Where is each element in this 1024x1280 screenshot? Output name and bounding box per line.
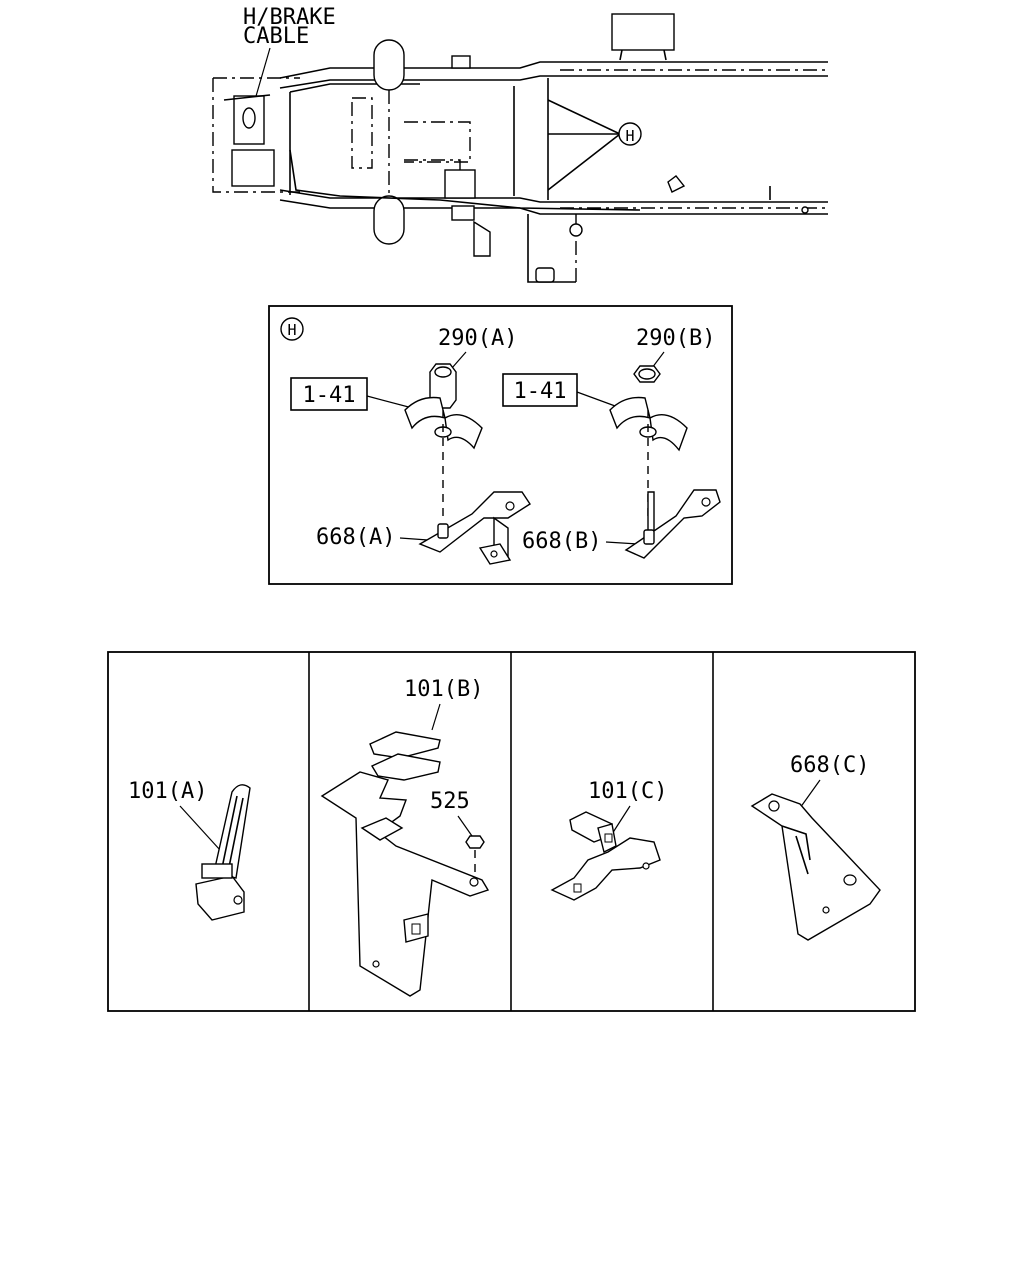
chassis-frame-overview: H/BRAKE CABLE: [212, 5, 828, 283]
panel-101c: 101(C): [550, 779, 667, 901]
bracket-668c: [750, 793, 881, 941]
part-101b-label: 101(B): [404, 677, 483, 702]
panel-101a: 101(A): [128, 779, 251, 921]
part-525-label: 525: [430, 789, 470, 814]
ref-box-right: [502, 373, 578, 407]
front-wheel-lower: [373, 195, 405, 245]
bracket-668b-label: 668(B): [522, 529, 601, 554]
detail-h-callout-circle: [618, 122, 642, 146]
detail-h-left-assembly: 290(A) 1-41 668(A): [290, 326, 531, 565]
part-668c-label: 668(C): [790, 753, 869, 778]
ref-box-left: [290, 377, 368, 411]
detail-h-marker-circle: [280, 317, 304, 341]
ref-1-41-left: 1-41: [303, 383, 356, 408]
front-wheel-upper: [373, 39, 405, 91]
nut-290a-label: 290(A): [438, 326, 517, 351]
panel-668c: 668(C): [750, 753, 881, 941]
panel-101b: 101(B) 525: [320, 677, 490, 997]
brake-cable-run: [289, 149, 641, 211]
part-101c-label: 101(C): [588, 779, 667, 804]
brake-cable-label-line1: H/BRAKE: [243, 5, 336, 30]
detail-h-callout-letter: H: [625, 127, 634, 145]
detail-h-marker-letter: H: [287, 321, 296, 339]
brake-cable-label-line2: CABLE: [243, 24, 309, 49]
ref-1-41-right: 1-41: [514, 379, 567, 404]
detail-h-panel: H 290(A) 1-41 668(A): [268, 305, 733, 585]
parts-table: 101(A) 101(B) 525: [107, 651, 916, 1012]
bracket-668a-label: 668(A): [316, 525, 395, 550]
nut-525: [465, 835, 485, 849]
nut-290b-label: 290(B): [636, 326, 715, 351]
relay-box: [611, 13, 675, 51]
upper-frame-rail: [279, 61, 828, 79]
detail-h-right-assembly: 290(B) 1-41 668(B): [502, 326, 721, 559]
front-outline: [212, 78, 300, 193]
part-101a-label: 101(A): [128, 779, 207, 804]
